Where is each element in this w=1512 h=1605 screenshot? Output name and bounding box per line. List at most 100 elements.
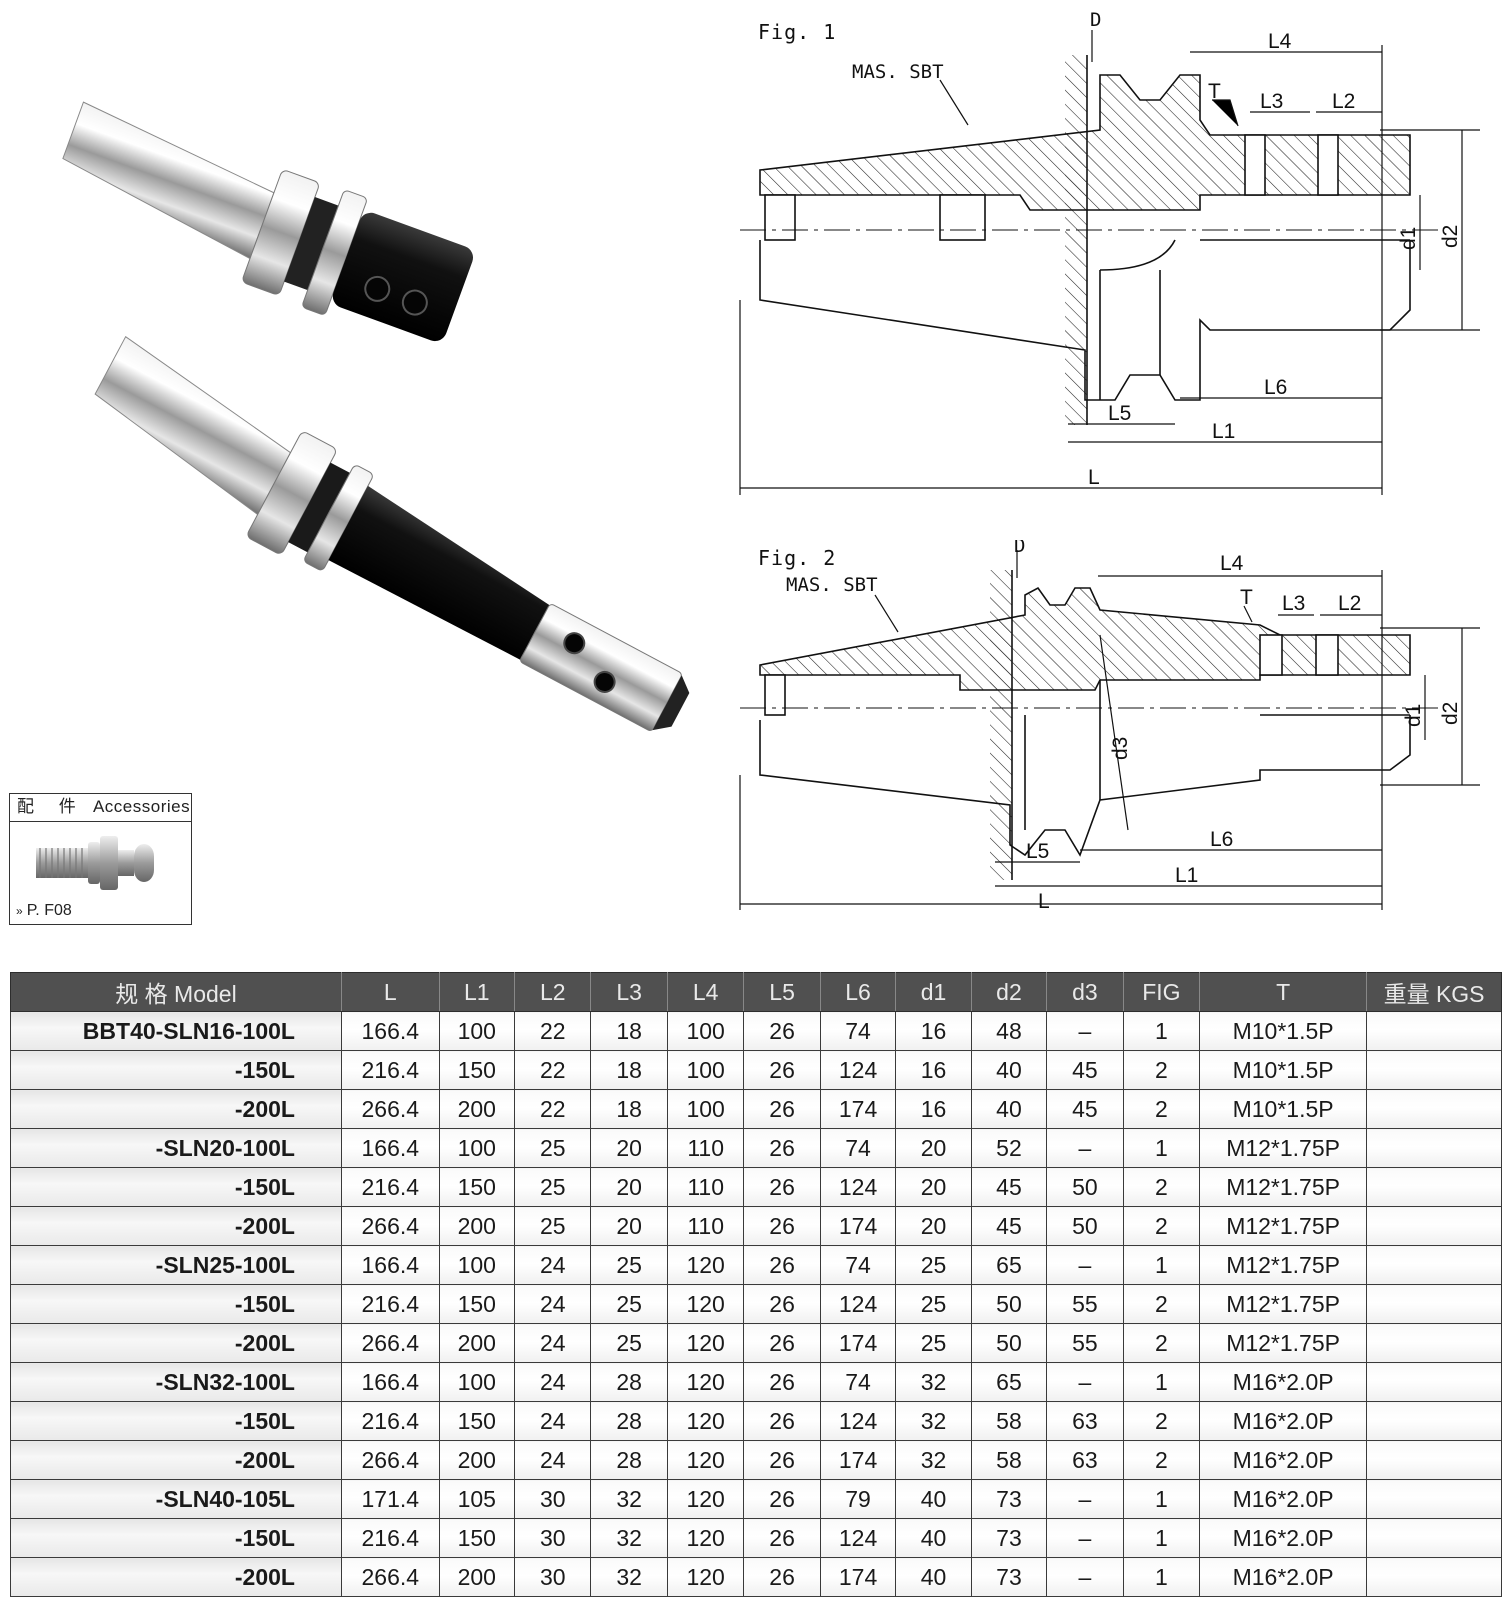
table-cell: 74 — [819, 1362, 897, 1402]
table-cell: M16*2.0P — [1199, 1362, 1368, 1402]
table-cell: 24 — [514, 1323, 592, 1363]
table-cell: 26 — [743, 1206, 821, 1246]
product-photos — [0, 0, 720, 780]
model-cell: -150L — [10, 1050, 342, 1090]
table-cell — [1366, 1245, 1502, 1285]
fig1-L6-label: L6 — [1264, 376, 1287, 399]
table-cell: 2 — [1122, 1323, 1201, 1363]
table-cell: 73 — [970, 1479, 1048, 1519]
table-cell: 120 — [666, 1557, 745, 1597]
table-cell: 28 — [590, 1362, 668, 1402]
table-cell: 40 — [895, 1557, 972, 1597]
table-cell: M12*1.75P — [1199, 1206, 1368, 1246]
fig2-L6-label: L6 — [1210, 828, 1233, 851]
table-cell: 2 — [1122, 1089, 1201, 1129]
table-cell: 166.4 — [340, 1128, 440, 1168]
column-header: L — [340, 972, 440, 1012]
table-cell: 40 — [895, 1479, 972, 1519]
pull-stud-image — [36, 836, 154, 890]
table-cell: 1 — [1122, 1128, 1201, 1168]
fig1-L-label: L — [1088, 466, 1100, 489]
table-cell: 216.4 — [340, 1518, 440, 1558]
model-cell: -150L — [10, 1284, 342, 1324]
column-header: d2 — [970, 972, 1048, 1012]
table-cell: 200 — [438, 1557, 516, 1597]
fig1-label: Fig. 1 — [758, 20, 837, 44]
table-cell: 166.4 — [340, 1245, 440, 1285]
table-cell: 52 — [970, 1128, 1048, 1168]
model-cell: -200L — [10, 1557, 342, 1597]
table-cell: – — [1046, 1362, 1124, 1402]
table-cell: 18 — [590, 1050, 668, 1090]
column-header: L2 — [514, 972, 592, 1012]
table-cell: 22 — [514, 1089, 592, 1129]
table-cell: 124 — [819, 1284, 897, 1324]
table-cell: 20 — [895, 1167, 972, 1207]
fig2-T-label: T — [1240, 586, 1253, 609]
table-cell: 110 — [666, 1206, 745, 1246]
table-cell: 58 — [970, 1401, 1048, 1441]
table-cell: 45 — [1046, 1089, 1124, 1129]
table-cell: 73 — [970, 1557, 1048, 1597]
table-cell: 120 — [666, 1440, 745, 1480]
fig1-L5-label: L5 — [1108, 402, 1131, 425]
model-cell: -200L — [10, 1440, 342, 1480]
table-cell: 266.4 — [340, 1440, 440, 1480]
table-cell: 266.4 — [340, 1323, 440, 1363]
holder-long-photo — [94, 335, 690, 731]
table-cell: 26 — [743, 1128, 821, 1168]
table-cell: 48 — [970, 1011, 1048, 1051]
column-header: L5 — [743, 972, 821, 1012]
table-cell: 150 — [438, 1050, 516, 1090]
table-cell: 2 — [1122, 1050, 1201, 1090]
table-cell: 200 — [438, 1323, 516, 1363]
model-cell: -SLN25-100L — [10, 1245, 342, 1285]
fig2-d1-label: d1 — [1402, 704, 1425, 727]
model-cell: -SLN32-100L — [10, 1362, 342, 1402]
table-cell: – — [1046, 1557, 1124, 1597]
table-cell: 25 — [590, 1284, 668, 1324]
table-cell — [1366, 1323, 1502, 1363]
table-cell: 2 — [1122, 1401, 1201, 1441]
table-cell — [1366, 1206, 1502, 1246]
table-cell: M16*2.0P — [1199, 1557, 1368, 1597]
table-cell: 266.4 — [340, 1557, 440, 1597]
table-cell: 171.4 — [340, 1479, 440, 1519]
table-cell: 1 — [1122, 1245, 1201, 1285]
table-cell: 166.4 — [340, 1011, 440, 1051]
table-cell — [1366, 1128, 1502, 1168]
table-cell: 1 — [1122, 1557, 1201, 1597]
column-header: 规 格 Model — [10, 972, 342, 1012]
table-cell: M16*2.0P — [1199, 1479, 1368, 1519]
fig2-L3-label: L3 — [1282, 592, 1305, 615]
table-cell: 120 — [666, 1362, 745, 1402]
table-cell: M16*2.0P — [1199, 1440, 1368, 1480]
table-cell: 30 — [514, 1557, 592, 1597]
table-cell: 174 — [819, 1206, 897, 1246]
column-header: d1 — [895, 972, 972, 1012]
fig2-d2-label: d2 — [1439, 702, 1462, 725]
fig1-L4-label: L4 — [1268, 30, 1292, 53]
table-cell: 40 — [970, 1050, 1048, 1090]
table-cell: M12*1.75P — [1199, 1128, 1368, 1168]
table-cell: 20 — [590, 1167, 668, 1207]
table-cell: 22 — [514, 1011, 592, 1051]
model-cell: BBT40-SLN16-100L — [10, 1011, 342, 1051]
table-cell: 79 — [819, 1479, 897, 1519]
table-cell: 24 — [514, 1362, 592, 1402]
table-cell: 20 — [590, 1128, 668, 1168]
accessories-title-en: Accessories — [92, 797, 191, 816]
table-cell: 45 — [970, 1206, 1048, 1246]
table-cell: 63 — [1046, 1401, 1124, 1441]
table-cell: 25 — [514, 1167, 592, 1207]
fig2-mas-label: MAS. SBT — [786, 574, 878, 596]
table-cell: 63 — [1046, 1440, 1124, 1480]
table-cell: 73 — [970, 1518, 1048, 1558]
table-cell — [1366, 1362, 1502, 1402]
column-header: L3 — [590, 972, 668, 1012]
table-cell: 32 — [590, 1518, 668, 1558]
table-cell: 16 — [895, 1089, 972, 1129]
